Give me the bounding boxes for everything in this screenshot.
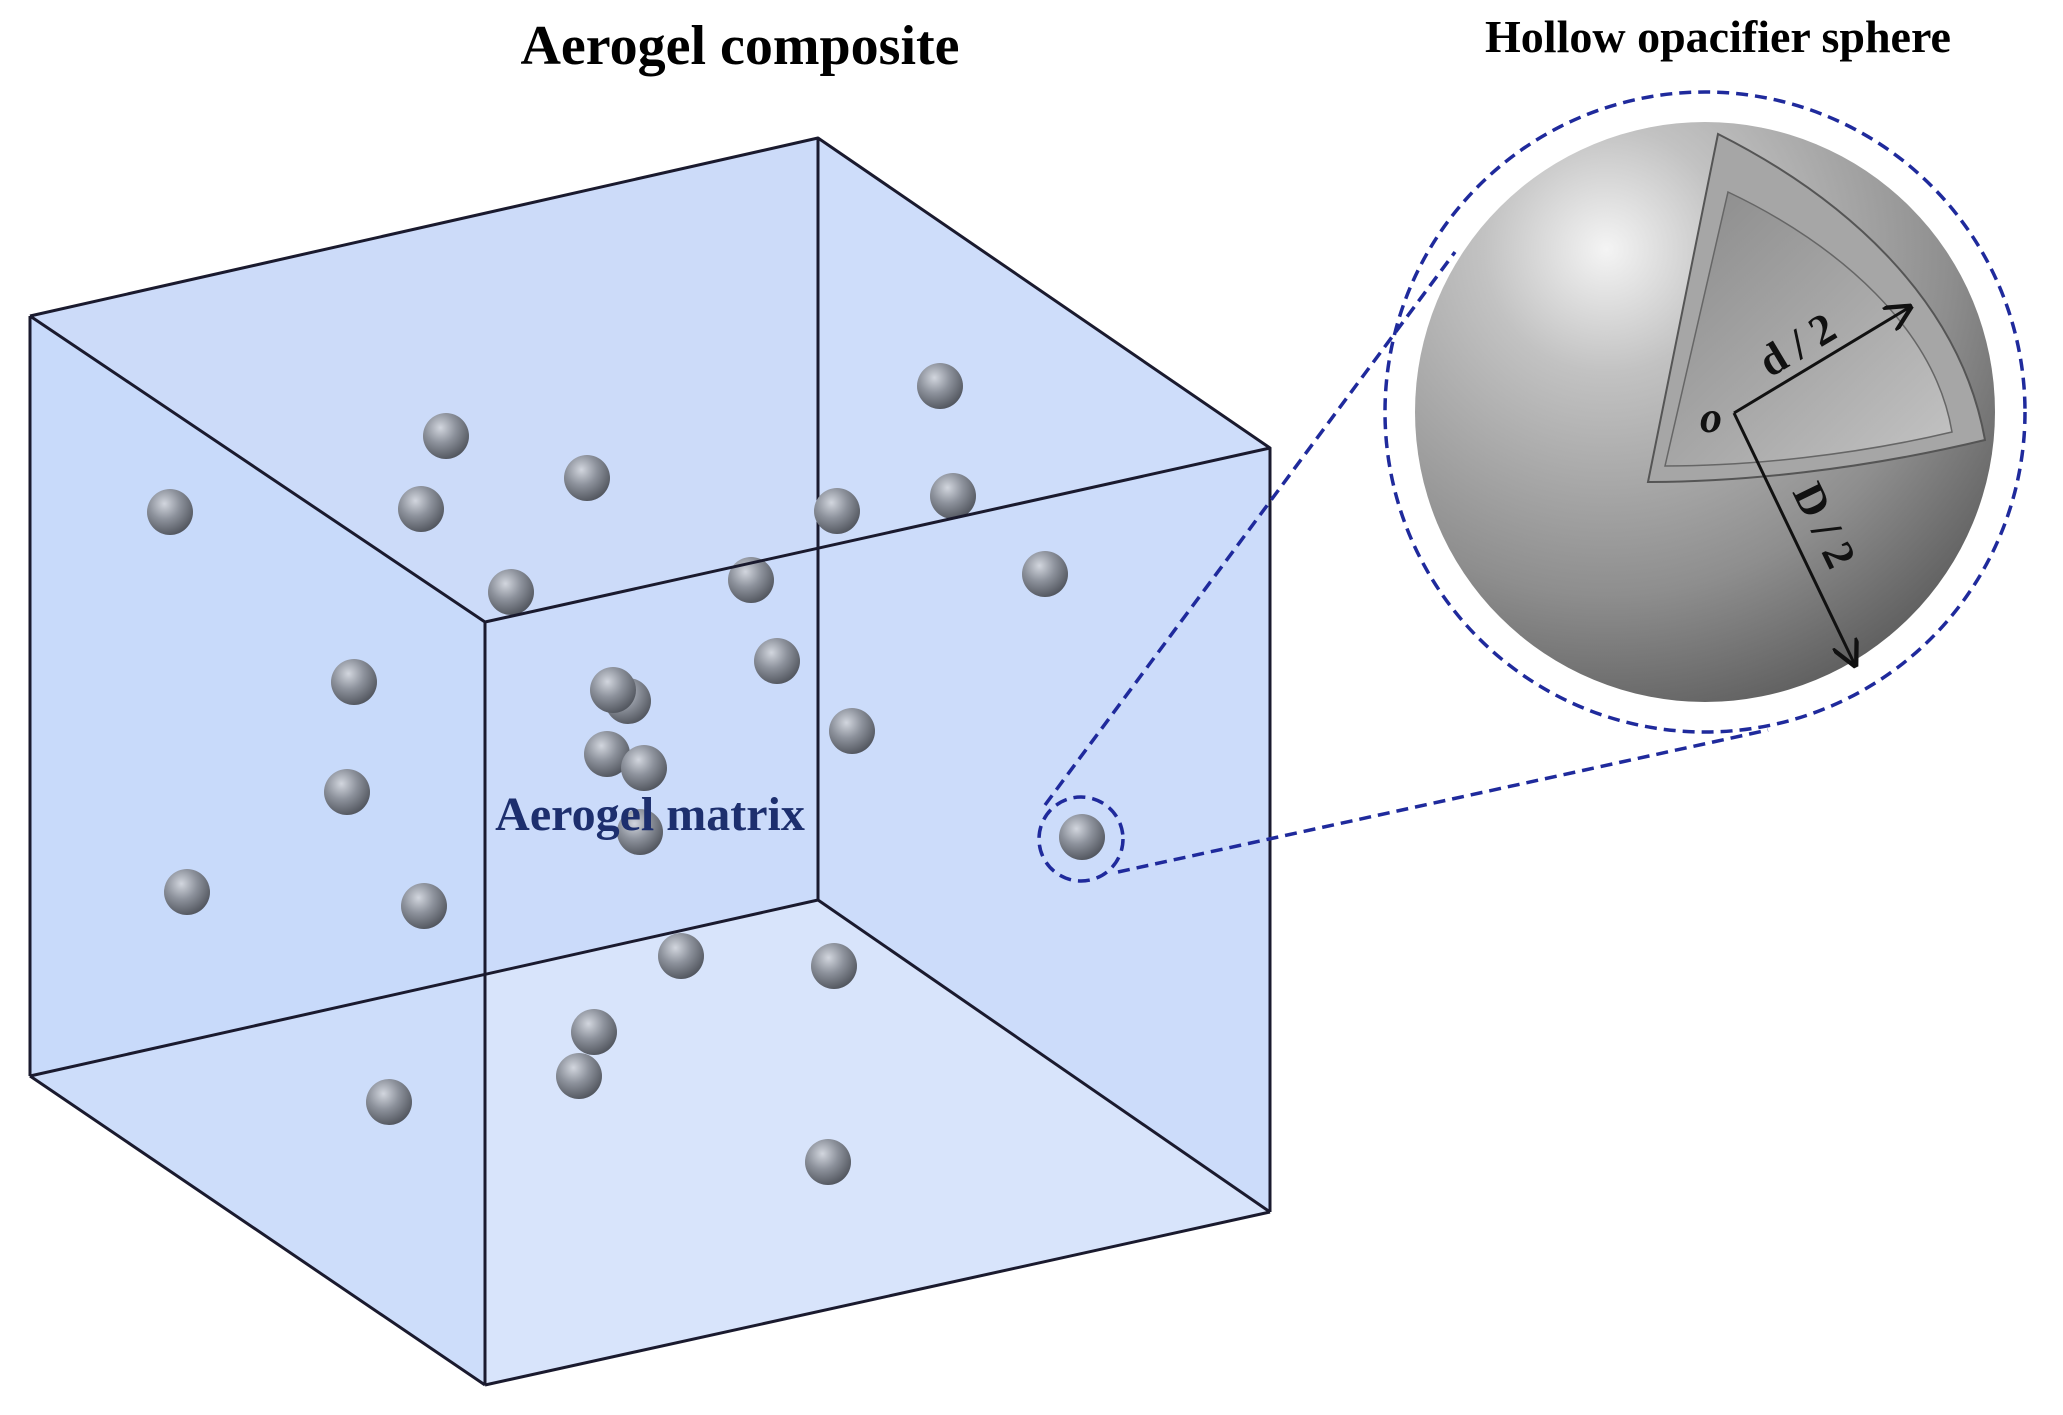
zoom-guide-line [1117, 728, 1769, 874]
particle [366, 1079, 412, 1125]
particle [658, 933, 704, 979]
particle [488, 569, 534, 615]
origin-label: o [1700, 393, 1722, 442]
hollow-sphere: o d / 2 D / 2 [1415, 122, 1995, 702]
composite-title: Aerogel composite [520, 15, 959, 77]
particle [564, 455, 610, 501]
particle [930, 473, 976, 519]
particle [917, 363, 963, 409]
particle [811, 943, 857, 989]
cube-front-edges [28, 136, 1272, 1387]
particle [584, 731, 630, 777]
zoom-source-circle [1037, 795, 1125, 883]
sphere-cutaway-inner [1664, 190, 1953, 467]
cube-right-face [485, 448, 1270, 1385]
particle [617, 809, 663, 855]
opacifier-particles [147, 363, 1105, 1185]
particle [164, 869, 210, 915]
particle [621, 745, 667, 791]
particle [829, 708, 875, 754]
inner-radius-arrow [1733, 307, 1910, 415]
outer-radius-arrow [1732, 412, 1855, 665]
particle [590, 667, 636, 713]
particle [147, 489, 193, 535]
particle [805, 1139, 851, 1185]
particle [324, 769, 370, 815]
zoom-callout [1037, 90, 2027, 883]
particle [401, 883, 447, 929]
particle [423, 413, 469, 459]
particle [398, 486, 444, 532]
particle [571, 1009, 617, 1055]
particle [1022, 551, 1068, 597]
zoom-guide-line [1043, 250, 1457, 807]
particle [814, 488, 860, 534]
particle [728, 557, 774, 603]
particle [1059, 814, 1105, 860]
cube-front-face [30, 316, 485, 1385]
particle [754, 638, 800, 684]
sphere-title: Hollow opacifier sphere [1485, 11, 1951, 62]
particle [556, 1053, 602, 1099]
particle [331, 659, 377, 705]
zoom-target-circle [1383, 90, 2027, 734]
matrix-label: Aerogel matrix [495, 788, 805, 841]
